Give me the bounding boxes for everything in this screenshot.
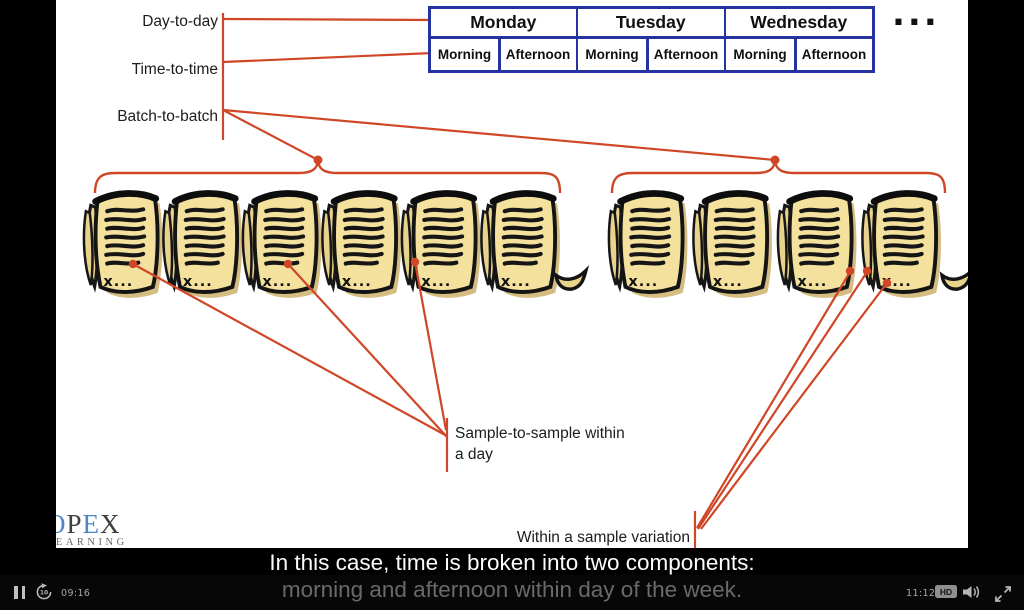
volume-button[interactable]: [963, 585, 983, 600]
logo-letter: O: [56, 509, 67, 539]
annotation-lines: [132, 13, 888, 548]
label-time-to-time: Time-to-time: [131, 61, 218, 78]
current-time: 09:16: [61, 588, 91, 599]
opex-learning-logo: OPEX LEARNING: [56, 509, 128, 549]
table-day-wednesday: Wednesday: [726, 9, 872, 36]
label-day-to-day: Day-to-day: [142, 13, 218, 30]
group-braces: [93, 158, 947, 194]
hd-badge[interactable]: HD: [935, 585, 957, 598]
logo-letter: X: [100, 509, 121, 539]
logo-subtext: LEARNING: [56, 537, 128, 548]
table-period-cell: Morning: [578, 38, 646, 70]
subtitle-line1-band: In this case, time is broken into two co…: [0, 548, 1024, 577]
schedule-table: Monday Tuesday Wednesday Morning Afterno…: [428, 6, 875, 73]
duration-time: 11:12: [906, 588, 936, 599]
label-sample-to-sample: Sample-to-sample within a day: [455, 423, 675, 465]
replay-10-button[interactable]: 10: [35, 583, 53, 601]
label-sample-line2: a day: [455, 446, 493, 463]
svg-text:10: 10: [40, 590, 48, 597]
player-control-bar: 10 09:16 11:12 HD: [0, 575, 1024, 610]
pause-button[interactable]: [14, 586, 27, 599]
notepad-stacks: [84, 193, 968, 297]
logo-brand: OPEX: [56, 509, 128, 539]
label-within-sample: Within a sample variation: [516, 529, 690, 546]
slide-area: x...: [56, 0, 968, 548]
logo-letter: P: [66, 509, 83, 539]
label-batch-to-batch: Batch-to-batch: [117, 108, 218, 125]
table-period-cell: Morning: [431, 38, 498, 70]
logo-letter: E: [82, 509, 101, 539]
table-period-cell: Afternoon: [500, 38, 576, 70]
table-day-tuesday: Tuesday: [578, 9, 724, 36]
table-period-cell: Morning: [726, 38, 794, 70]
label-sample-line1: Sample-to-sample within: [455, 425, 625, 442]
table-period-cell: Afternoon: [796, 38, 872, 70]
table-period-cell: Afternoon: [648, 38, 724, 70]
annotation-overlay: x...: [56, 8, 968, 548]
fullscreen-button[interactable]: [994, 585, 1012, 603]
continuation-ellipsis: ...: [892, 0, 940, 34]
table-day-monday: Monday: [431, 9, 576, 36]
subtitle-line1: In this case, time is broken into two co…: [269, 549, 755, 575]
